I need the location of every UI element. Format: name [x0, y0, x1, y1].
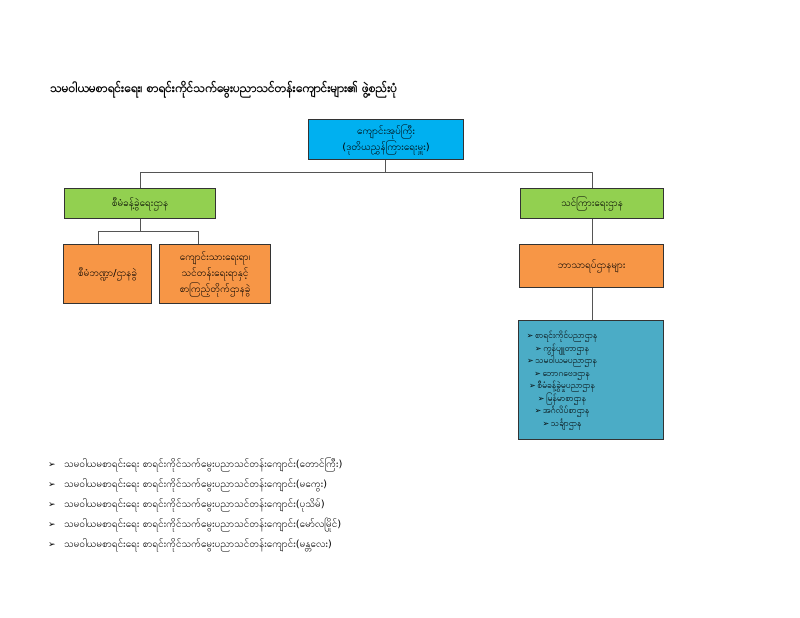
teaching-department-box: သင်ကြားရေးဌာန — [520, 188, 664, 219]
connector-admin-sub2 — [198, 231, 199, 244]
subject-item: ➢စီမံခန့်ခွဲမှုပညာဌာန — [528, 381, 595, 391]
finance-section-label: စီမံဘဏ္ဍာ/ဌာနခွဲ — [78, 268, 137, 279]
arrow-bullet-icon: ➢ — [528, 381, 536, 390]
connector-subjects-down — [592, 288, 593, 320]
principal-box: ကျောင်းအုပ်ကြီး (ဒုတိယညွှန်ကြားရေးမှူး) — [308, 119, 464, 160]
subject-item: ➢သင်္ချာဌာန — [542, 418, 582, 429]
connector-left-down — [140, 172, 141, 188]
school-item: ➢သမဝါယမစာရင်းရေး စာရင်းကိုင်သက်မွေးပညာသင… — [48, 495, 342, 515]
student-affairs-line2: သင်တန်းရေးရာနှင့် — [181, 268, 249, 279]
subject-departments-label: ဘာသာရပ်ဌာနများ — [557, 260, 626, 271]
school-item: ➢သမဝါယမစာရင်းရေး စာရင်းကိုင်သက်မွေးပညာသင… — [48, 455, 342, 475]
diagram-title: သမဝါယမစာရင်းရေး၊ စာရင်းကိုင်သက်မွေးပညာသင… — [50, 81, 398, 95]
subject-item: ➢မြန်မာစာဌာန — [537, 393, 587, 404]
connector-teaching-down — [592, 219, 593, 244]
arrow-bullet-icon: ➢ — [48, 520, 56, 530]
school-item: ➢သမဝါယမစာရင်းရေး စာရင်းကိုင်သက်မွေးပညာသင… — [48, 475, 342, 495]
arrow-bullet-icon: ➢ — [537, 393, 545, 403]
subject-item: ➢သမဝါယမပညာဌာန — [526, 356, 597, 366]
arrow-bullet-icon: ➢ — [526, 331, 534, 340]
teaching-department-label: သင်ကြားရေးဌာန — [561, 197, 623, 209]
subject-departments-box: ဘာသာရပ်ဌာနများ — [519, 244, 664, 288]
school-item: ➢သမဝါယမစာရင်းရေး စာရင်းကိုင်သက်မွေးပညာသင… — [48, 515, 342, 535]
subject-item: ➢ကွန်ပျူတာဌာန — [534, 343, 589, 354]
subject-item: ➢ဘောဂဗေဒဌာန — [534, 368, 590, 379]
arrow-bullet-icon: ➢ — [542, 418, 550, 428]
arrow-bullet-icon: ➢ — [534, 368, 541, 378]
principal-subtitle: (ဒုတိယညွှန်ကြားရေးမှူး) — [342, 141, 430, 153]
connector-admin-down — [140, 219, 141, 231]
arrow-bullet-icon: ➢ — [526, 356, 534, 365]
subjects-list-box: ➢စာရင်းကိုင်ပညာဌာန ➢ကွန်ပျူတာဌာန ➢သမဝါယမ… — [518, 320, 664, 440]
arrow-bullet-icon: ➢ — [48, 500, 56, 510]
subjects-list: ➢စာရင်းကိုင်ပညာဌာန ➢ကွန်ပျူတာဌာန ➢သမဝါယမ… — [525, 330, 598, 430]
connector-admin-sub1 — [98, 231, 99, 244]
connector-right-down — [592, 172, 593, 188]
admin-department-label: စီမံခန့်ခွဲရေးဌာန — [111, 197, 169, 209]
arrow-bullet-icon: ➢ — [48, 540, 56, 550]
connector-top-down — [385, 160, 386, 172]
schools-list: ➢သမဝါယမစာရင်းရေး စာရင်းကိုင်သက်မွေးပညာသင… — [48, 455, 342, 555]
arrow-bullet-icon: ➢ — [48, 460, 56, 470]
connector-main-horizontal — [140, 172, 593, 173]
arrow-bullet-icon: ➢ — [534, 343, 542, 353]
connector-admin-horizontal — [98, 231, 199, 232]
arrow-bullet-icon: ➢ — [534, 406, 542, 415]
student-affairs-line1: ကျောင်းသားရေးရာ၊ — [179, 252, 251, 263]
finance-section-box: စီမံဘဏ္ဍာ/ဌာနခွဲ — [63, 244, 152, 304]
student-affairs-section-box: ကျောင်းသားရေးရာ၊ သင်တန်းရေးရာနှင့် စာကြည… — [159, 244, 271, 304]
subject-item: ➢အင်္ဂလိပ်စာဌာန — [534, 406, 590, 416]
admin-department-box: စီမံခန့်ခွဲရေးဌာန — [64, 188, 216, 219]
student-affairs-line3: စာကြည့်တိုက်ဌာနခွဲ — [179, 284, 251, 295]
arrow-bullet-icon: ➢ — [48, 480, 56, 490]
principal-title: ကျောင်းအုပ်ကြီး — [357, 125, 415, 137]
school-item: ➢သမဝါယမစာရင်းရေး စာရင်းကိုင်သက်မွေးပညာသင… — [48, 535, 342, 555]
subject-item: ➢စာရင်းကိုင်ပညာဌာန — [526, 331, 598, 341]
